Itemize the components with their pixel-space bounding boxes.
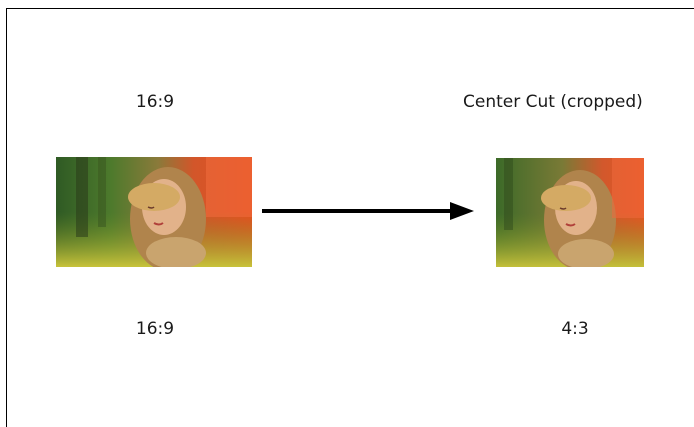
- result-mode-label: Center Cut (cropped): [463, 92, 643, 112]
- conversion-arrow-icon: [262, 202, 474, 220]
- source-16x9-photo: [56, 157, 252, 267]
- center-cut-4x3-photo: [496, 158, 644, 267]
- frame-border-left: [6, 8, 7, 427]
- frame-border-top: [6, 8, 694, 9]
- source-output-aspect-label: 16:9: [135, 319, 175, 339]
- result-output-aspect-label: 4:3: [561, 319, 589, 339]
- source-aspect-label: 16:9: [135, 92, 175, 112]
